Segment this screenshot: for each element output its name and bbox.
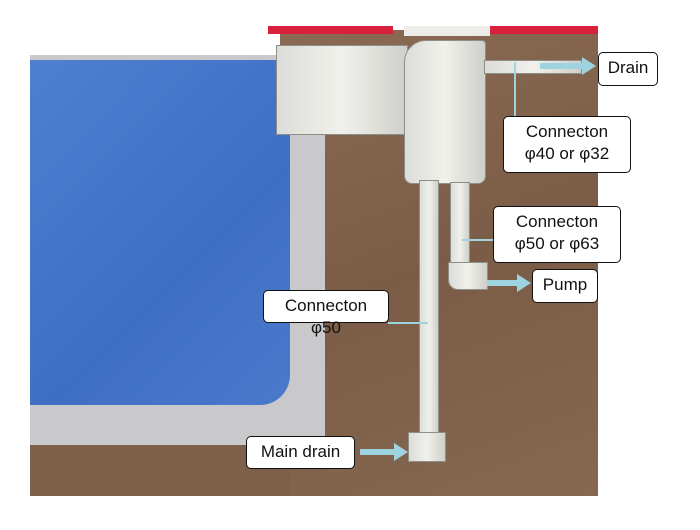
label-text: Connecton φ50 (284, 296, 368, 337)
label-main-drain: Main drain (246, 436, 355, 469)
skimmer-lid (404, 26, 490, 36)
label-text: φ50 or φ63 (514, 234, 600, 253)
main-drain-elbow (408, 432, 446, 462)
label-drain: Drain (598, 52, 658, 86)
drain-arrow-icon (540, 57, 596, 75)
label-text: Pump (542, 275, 588, 294)
skimmer-mouth (276, 45, 408, 135)
leader-line (388, 322, 428, 324)
leader-line (462, 239, 494, 241)
label-text: Main drain (260, 442, 341, 461)
label-text: Connecton (515, 212, 599, 231)
coping-rim (268, 26, 393, 34)
main-drain-pipe (419, 180, 439, 452)
label-connection-main: Connecton φ50 (263, 290, 389, 337)
coping-rim (490, 26, 598, 34)
pump-arrow-icon (487, 274, 531, 292)
label-pump: Pump (532, 269, 598, 303)
pump-elbow (448, 262, 488, 290)
main-drain-arrow-icon (360, 443, 408, 461)
leader-line (514, 62, 516, 116)
label-text: Connecton (525, 122, 609, 141)
pool-water (30, 60, 290, 405)
label-text: Drain (607, 58, 649, 77)
skimmer-body (404, 40, 486, 184)
label-connection-drain: Connecton φ40 or φ32 (503, 116, 631, 173)
label-connection-pump: Connecton φ50 or φ63 (493, 206, 621, 263)
label-text: φ40 or φ32 (524, 144, 610, 163)
